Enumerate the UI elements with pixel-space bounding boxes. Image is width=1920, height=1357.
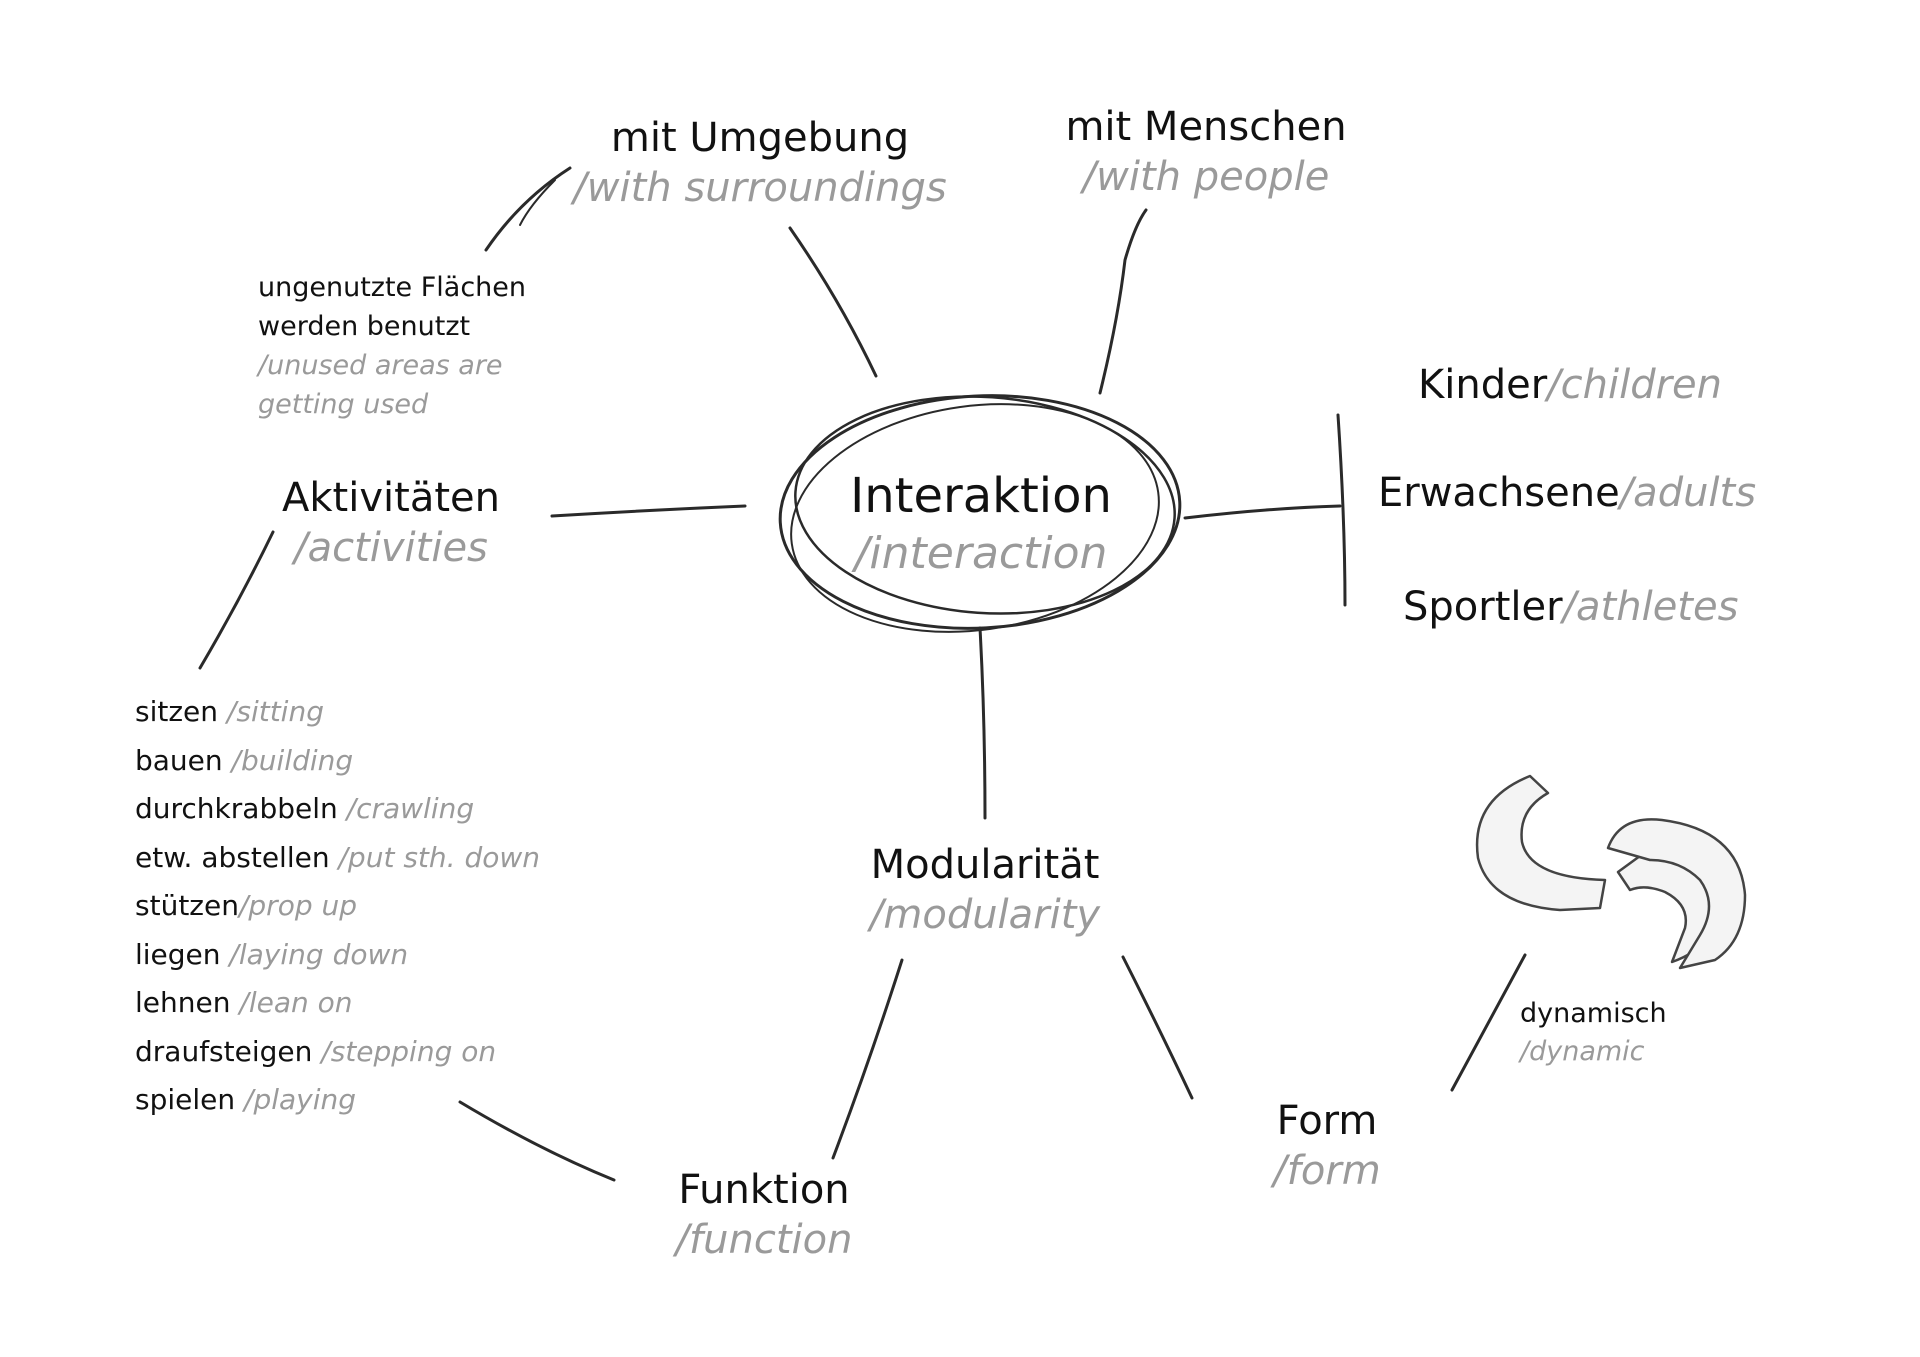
modularity-label: Modularität — [870, 842, 1100, 888]
list-item: spielen /playing — [135, 1083, 357, 1116]
line-activities — [550, 504, 747, 518]
list-item: sitzen /sitting — [135, 695, 324, 728]
list-item: draufsteigen /stepping on — [135, 1034, 497, 1068]
modularity-translation: /modularity — [869, 892, 1101, 938]
function-translation: /function — [675, 1217, 853, 1263]
group-children-translation: /children — [1547, 362, 1722, 408]
form-label: Form — [1276, 1098, 1378, 1144]
group-athletes: Sportler/athletes — [1403, 582, 1738, 632]
node-dynamic: dynamisch /dynamic — [1520, 995, 1667, 1071]
line-form — [1121, 955, 1194, 1100]
line-list-function — [458, 1100, 616, 1182]
list-item: durchkrabbeln /crawling — [135, 792, 475, 825]
center-ellipse-third — [790, 403, 1160, 633]
unused-translation-line2: getting used — [258, 389, 429, 420]
node-function: Funktion /function — [676, 1165, 853, 1265]
unused-label-line1: ungenutzte Flächen — [258, 272, 526, 303]
list-item: bauen /building — [135, 743, 354, 777]
list-item: lehnen /lean on — [135, 986, 353, 1019]
line-function — [831, 958, 904, 1160]
dynamic-shape-icon — [1475, 774, 1747, 970]
group-athletes-translation: /athletes — [1562, 584, 1739, 630]
dynamic-translation: /dynamic — [1520, 1036, 1645, 1067]
center-label: Interaktion — [850, 468, 1112, 524]
line-dynamic — [1450, 953, 1527, 1092]
function-label: Funktion — [678, 1167, 850, 1213]
surroundings-translation: /with surroundings — [573, 165, 947, 211]
people-translation: /with people — [1082, 154, 1330, 200]
node-unused-areas: ungenutzte Flächen werden benutzt /unuse… — [258, 268, 526, 424]
line-modularity — [978, 626, 987, 820]
node-modularity: Modularität /modularity — [870, 840, 1100, 940]
center-translation: /interaction — [854, 528, 1108, 579]
unused-translation-line1: /unused areas are — [258, 350, 503, 381]
activities-label: Aktivitäten — [282, 475, 500, 521]
form-translation: /form — [1273, 1148, 1381, 1194]
line-unused — [484, 166, 572, 252]
line-surroundings — [788, 226, 878, 378]
node-surroundings: mit Umgebung /with surroundings — [573, 113, 946, 213]
unused-label-line2: werden benutzt — [258, 311, 471, 342]
surroundings-label: mit Umgebung — [610, 115, 910, 161]
list-item: stützen/prop up — [135, 889, 358, 922]
line-groups — [1183, 504, 1342, 520]
node-form: Form /form — [1273, 1096, 1380, 1196]
node-activities: Aktivitäten /activities — [282, 473, 500, 573]
group-athletes-label: Sportler — [1403, 584, 1563, 630]
group-adults-label: Erwachsene — [1378, 470, 1620, 516]
people-label: mit Menschen — [1065, 104, 1347, 150]
group-adults: Erwachsene/adults — [1378, 468, 1756, 518]
node-people: mit Menschen /with people — [1065, 102, 1346, 202]
activity-list: sitzen /sitting bauen /building durchkra… — [135, 688, 540, 1125]
center-ellipse-inner — [794, 395, 1176, 615]
line-activity-list — [198, 530, 275, 670]
line-people — [1098, 208, 1148, 395]
bracket-groups — [1336, 413, 1347, 607]
dynamic-label: dynamisch — [1520, 998, 1667, 1029]
activities-translation: /activities — [294, 525, 488, 571]
group-children: Kinder/children — [1418, 360, 1722, 410]
list-item: etw. abstellen /put sth. down — [135, 840, 540, 874]
list-item: liegen /laying down — [135, 937, 409, 971]
group-adults-translation: /adults — [1619, 470, 1757, 516]
center-node: Interaktion /interaction — [850, 466, 1112, 581]
group-children-label: Kinder — [1418, 362, 1548, 408]
